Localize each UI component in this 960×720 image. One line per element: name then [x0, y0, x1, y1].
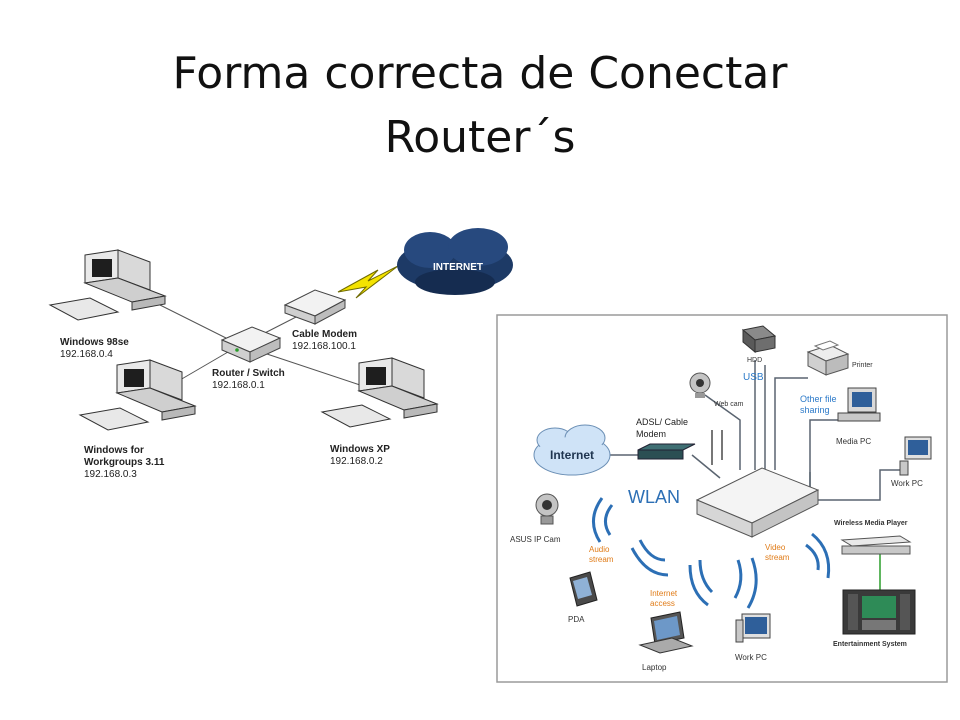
hdd-icon	[741, 325, 777, 354]
audio-stream-line2: stream	[589, 555, 614, 564]
entertainment-system-icon	[842, 589, 916, 635]
audio-stream-line1: Audio	[589, 545, 610, 554]
modem-label-line1: ADSL/ Cable	[636, 417, 688, 427]
cloud-label: INTERNET	[433, 262, 483, 273]
slide-title-line2: Router´s	[384, 112, 576, 163]
media-player-icon	[840, 535, 912, 555]
pc-win98-icon	[48, 249, 167, 321]
wlan-waves-icon	[592, 497, 831, 609]
cable-modem-icon	[283, 289, 347, 325]
adsl-modem-icon	[637, 443, 696, 460]
wfw-ip: 192.168.0.3	[84, 469, 137, 480]
video-stream-line1: Video	[765, 543, 786, 552]
router-ip: 192.168.0.1	[212, 380, 265, 391]
slide-title: Forma correcta de Conectar Router´s	[0, 42, 960, 170]
internet-cloud-icon: INTERNET	[397, 228, 513, 295]
entertainment-label: Entertainment System	[833, 641, 907, 648]
laptop-icon	[638, 611, 694, 654]
webcam-label: Web cam	[714, 401, 744, 408]
pc-wfw-icon	[78, 359, 197, 431]
winxp-name: Windows XP	[330, 444, 390, 455]
media-pc-label: Media PC	[836, 437, 871, 446]
internet-access-line1: Internet	[650, 589, 678, 598]
router-name: Router / Switch	[212, 368, 285, 379]
usb-label: USB	[743, 372, 764, 383]
modem-label-line2: Modem	[636, 429, 666, 439]
sharing-label-line1: Other file	[800, 394, 837, 404]
media-pc-icon	[837, 387, 881, 422]
work-pc-bottom-icon	[735, 613, 771, 643]
modem-ip: 192.168.100.1	[292, 341, 356, 352]
work-pc-top-icon	[899, 436, 932, 476]
wireless-router-icon	[695, 430, 820, 538]
video-stream-line2: stream	[765, 553, 790, 562]
internet-cloud-icon	[533, 424, 611, 476]
printer-label: Printer	[852, 362, 873, 369]
wfw-name-line1: Windows for	[84, 445, 144, 456]
wired-connections	[598, 360, 900, 590]
wlan-label: WLAN	[628, 487, 680, 507]
media-player-label: Wireless Media Player	[834, 520, 908, 527]
internet-label: Internet	[550, 448, 594, 462]
work-pc-bottom-label: Work PC	[735, 653, 767, 662]
internet-access-line2: access	[650, 599, 675, 608]
pda-label: PDA	[568, 615, 585, 624]
work-pc-top-label: Work PC	[891, 479, 923, 488]
sharing-label-line2: sharing	[800, 405, 830, 415]
winxp-ip: 192.168.0.2	[330, 456, 383, 467]
printer-icon	[806, 340, 850, 376]
win98-name: Windows 98se	[60, 337, 129, 348]
ip-cam-icon	[535, 493, 559, 525]
laptop-label: Laptop	[642, 663, 667, 672]
router-switch-icon	[220, 326, 282, 363]
win98-ip: 192.168.0.4	[60, 349, 113, 360]
pda-icon	[569, 571, 598, 607]
webcam-icon	[689, 372, 711, 398]
pc-winxp-icon	[320, 357, 439, 428]
hdd-label: HDD	[747, 357, 762, 364]
wfw-name-line2: Workgroups 3.11	[84, 457, 165, 468]
slide-title-line1: Forma correcta de Conectar	[172, 48, 788, 99]
modem-name: Cable Modem	[292, 329, 357, 340]
ip-cam-label: ASUS IP Cam	[510, 535, 561, 544]
